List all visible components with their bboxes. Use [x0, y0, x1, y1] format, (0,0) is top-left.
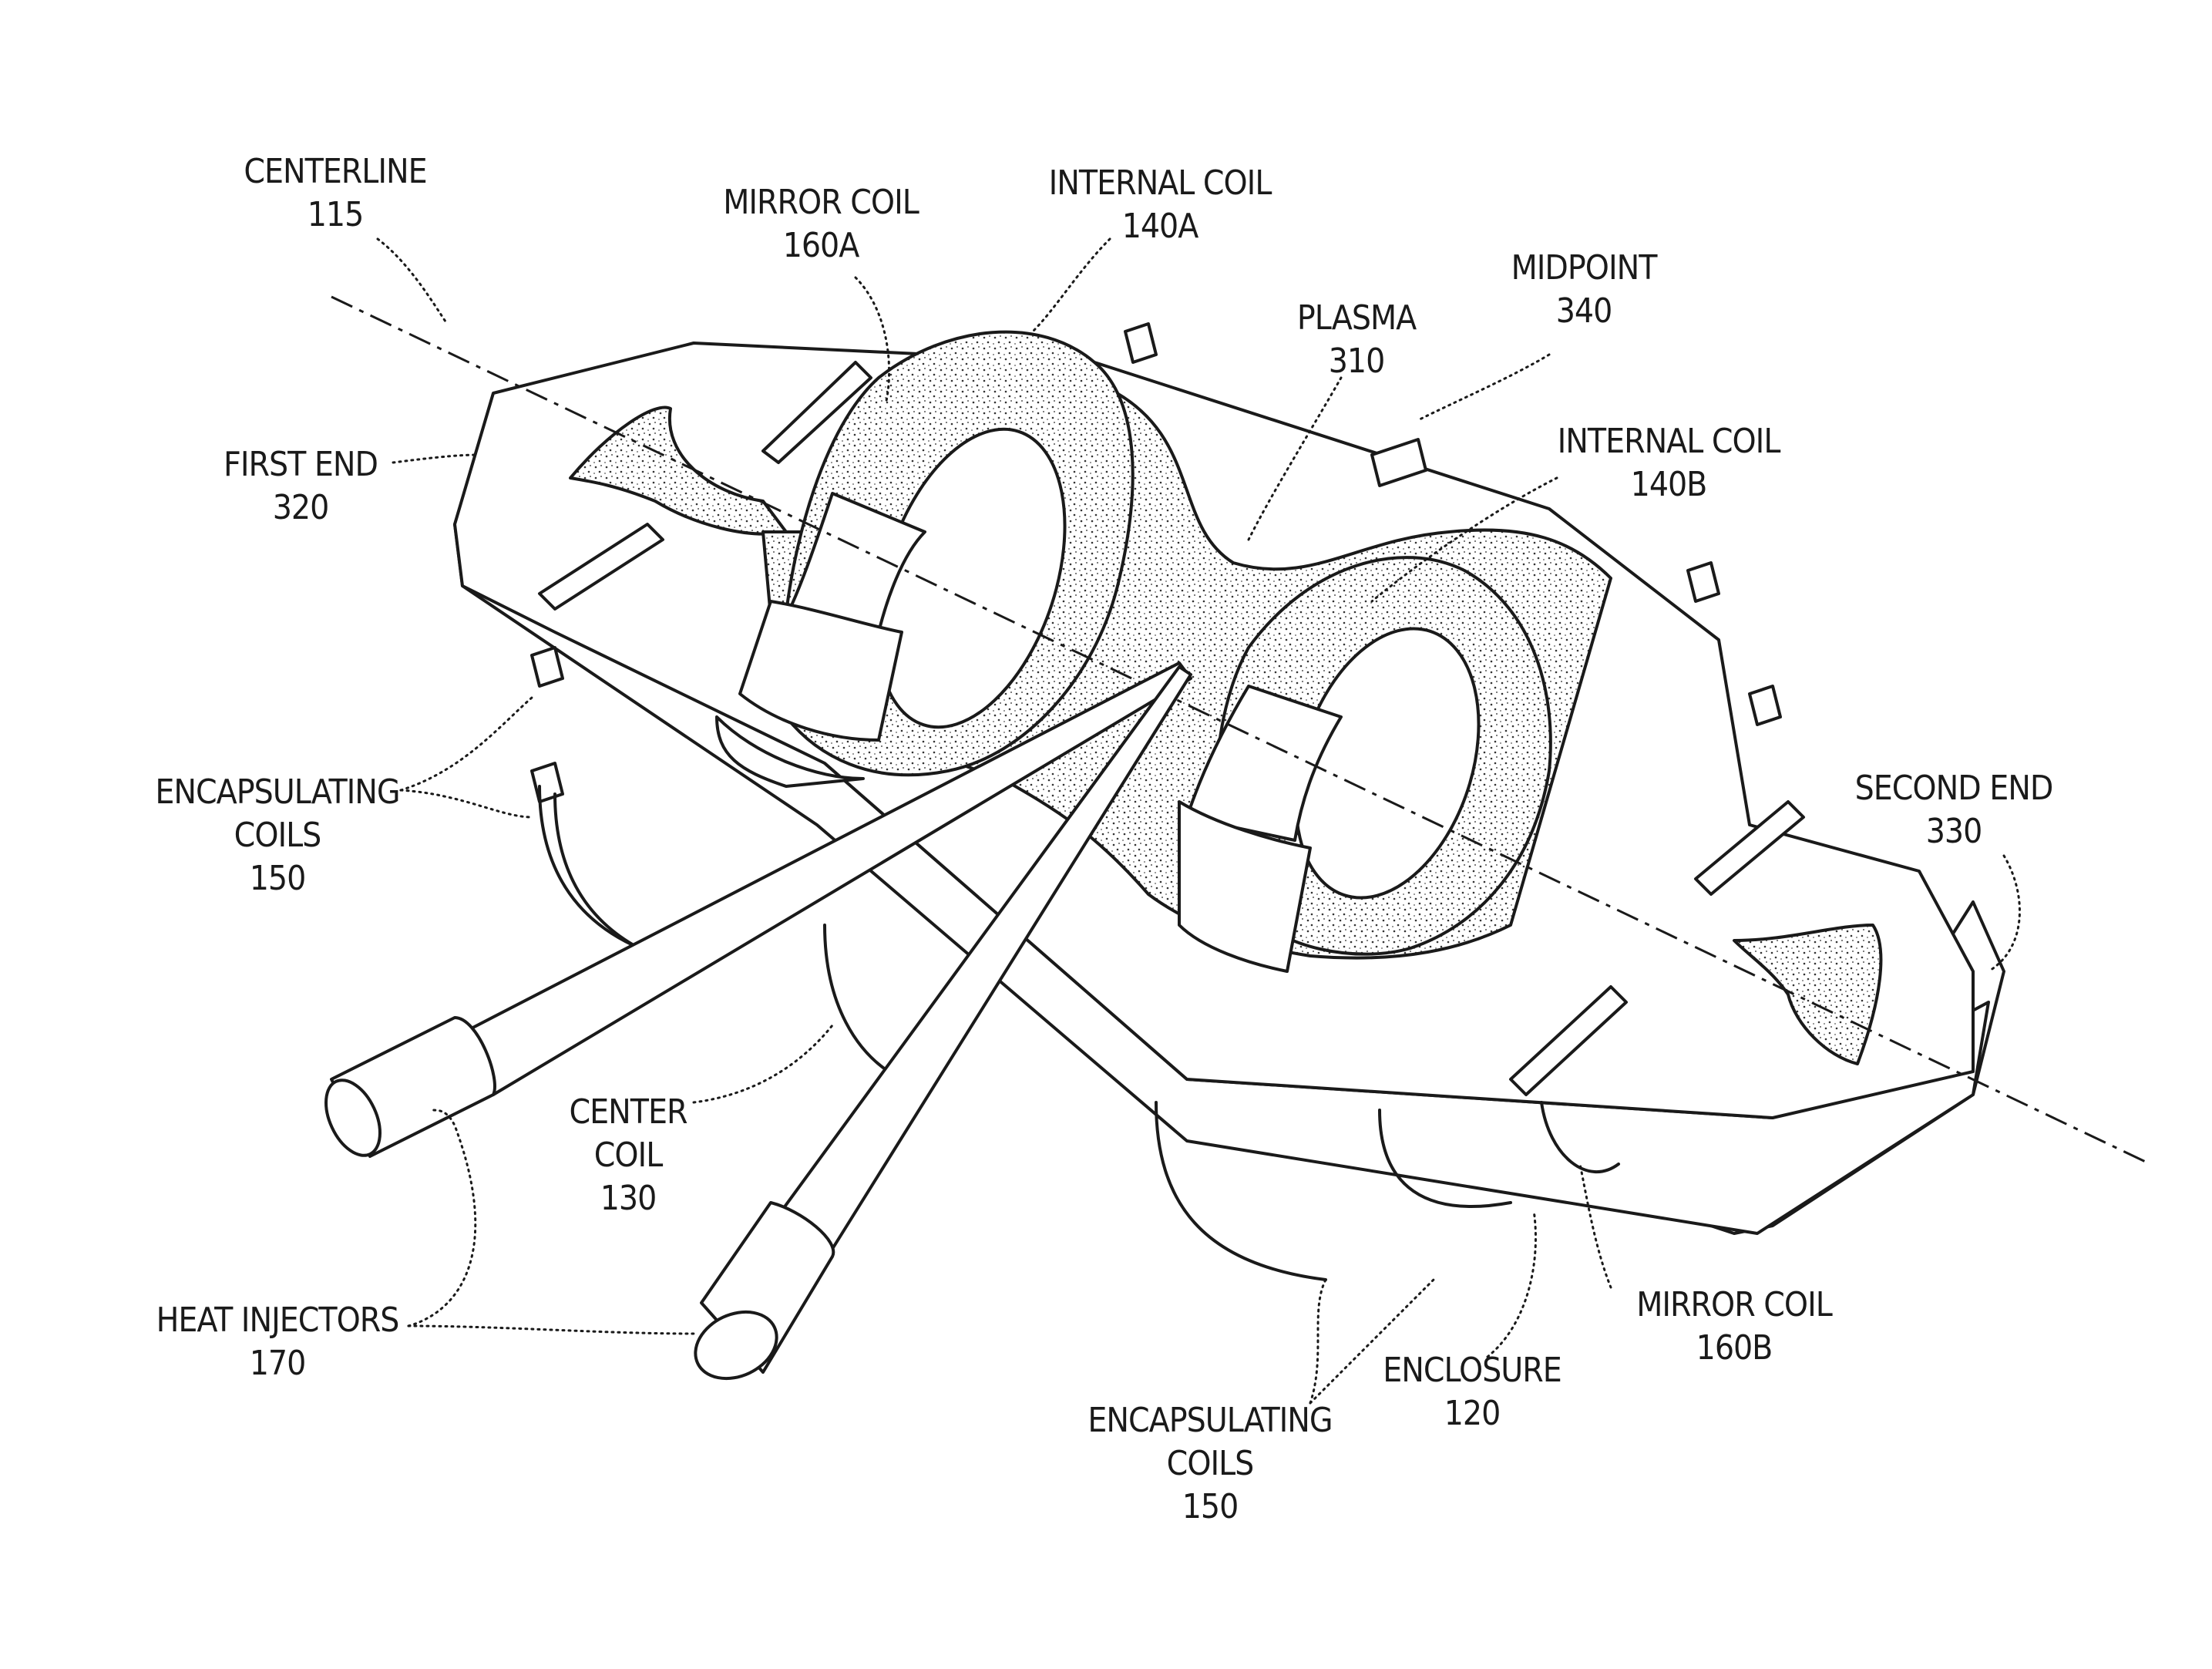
label-midpoint-name: MIDPOINT	[1511, 247, 1657, 290]
label-mirror-coil-160b-ref: 160B	[1636, 1327, 1832, 1370]
label-centerline-ref: 115	[244, 193, 426, 237]
label-first-end-ref: 320	[224, 486, 378, 530]
label-mirror-coil-160a-ref: 160A	[723, 224, 919, 268]
label-heat-injectors-name: HEAT INJECTORS	[156, 1299, 399, 1342]
label-enclosure-name: ENCLOSURE	[1383, 1349, 1562, 1392]
label-midpoint-340: MIDPOINT 340	[1511, 247, 1657, 333]
label-internal-coil-140b: INTERNAL COIL 140B	[1558, 420, 1780, 506]
coil-block	[532, 763, 563, 802]
label-plasma-name: PLASMA	[1297, 297, 1416, 340]
label-mirror-coil-160b: MIRROR COIL 160B	[1636, 1284, 1832, 1370]
label-internal-coil-140a-ref: 140A	[1049, 205, 1272, 248]
label-heat-injectors-170: HEAT INJECTORS 170	[156, 1299, 399, 1385]
encapsulating-coil-loop	[555, 794, 655, 956]
label-second-end-ref: 330	[1855, 810, 2053, 853]
label-center-coil-line2: COIL	[570, 1134, 687, 1177]
label-encapsulating-coils-left-ref: 150	[155, 857, 399, 900]
label-encapsulating-coils-bottom: ENCAPSULATING COILS 150	[1088, 1399, 1332, 1529]
coil-block	[1688, 563, 1719, 601]
label-encapsulating-coils-bottom-line1: ENCAPSULATING	[1088, 1399, 1332, 1442]
label-encapsulating-coils-left: ENCAPSULATING COILS 150	[155, 771, 399, 900]
label-internal-coil-140a-name: INTERNAL COIL	[1049, 162, 1272, 205]
label-midpoint-ref: 340	[1511, 290, 1657, 333]
label-encapsulating-coils-left-line1: ENCAPSULATING	[155, 771, 399, 814]
label-enclosure-ref: 120	[1383, 1392, 1562, 1435]
label-second-end-330: SECOND END 330	[1855, 767, 2053, 853]
label-internal-coil-140a: INTERNAL COIL 140A	[1049, 162, 1272, 248]
label-second-end-name: SECOND END	[1855, 767, 2053, 810]
label-plasma-ref: 310	[1297, 340, 1416, 383]
label-encapsulating-coils-bottom-ref: 150	[1088, 1486, 1332, 1529]
label-mirror-coil-160b-name: MIRROR COIL	[1636, 1284, 1832, 1327]
label-mirror-coil-160a: MIRROR COIL 160A	[723, 181, 919, 268]
coil-block	[1750, 686, 1780, 725]
label-encapsulating-coils-bottom-line2: COILS	[1088, 1442, 1332, 1486]
label-heat-injectors-ref: 170	[156, 1342, 399, 1385]
coil-block	[532, 648, 563, 686]
coil-block	[1125, 324, 1156, 362]
label-centerline: CENTERLINE 115	[244, 150, 426, 237]
label-plasma-310: PLASMA 310	[1297, 297, 1416, 383]
label-mirror-coil-160a-name: MIRROR COIL	[723, 181, 919, 224]
label-center-coil-line1: CENTER	[570, 1091, 687, 1134]
label-internal-coil-140b-ref: 140B	[1558, 463, 1780, 506]
label-first-end-name: FIRST END	[224, 443, 378, 486]
label-enclosure-120: ENCLOSURE 120	[1383, 1349, 1562, 1435]
label-center-coil-ref: 130	[570, 1177, 687, 1220]
encapsulating-coil-loop	[825, 925, 902, 1079]
label-center-coil-130: CENTER COIL 130	[570, 1091, 687, 1220]
label-internal-coil-140b-name: INTERNAL COIL	[1558, 420, 1780, 463]
label-centerline-name: CENTERLINE	[244, 150, 426, 193]
label-encapsulating-coils-left-line2: COILS	[155, 814, 399, 857]
label-first-end-320: FIRST END 320	[224, 443, 378, 530]
